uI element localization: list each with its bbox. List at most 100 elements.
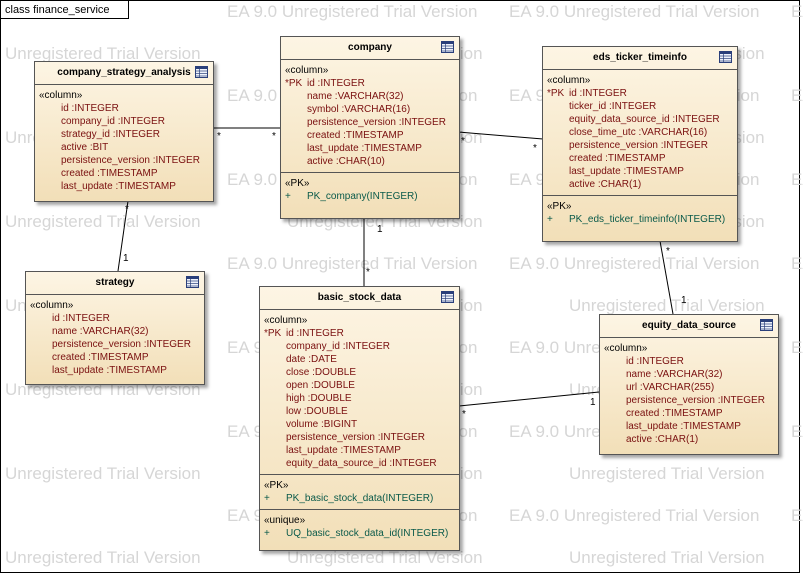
column-definition: name :VARCHAR(32): [307, 91, 404, 102]
mult-company-eds-from: *: [461, 136, 465, 147]
column-row[interactable]: company_id :INTEGER: [39, 115, 209, 128]
mult-csa-company-to: *: [272, 131, 276, 142]
column-key: [30, 351, 52, 364]
column-key: [39, 115, 61, 128]
column-definition: company_id :INTEGER: [61, 116, 165, 127]
column-row[interactable]: volume :BIGINT: [264, 418, 455, 431]
column-row[interactable]: active :CHAR(1): [547, 178, 733, 191]
column-definition: persistence_version :INTEGER: [307, 117, 446, 128]
stereotype-label: «column»: [547, 75, 591, 86]
column-row[interactable]: active :CHAR(10): [285, 155, 455, 168]
mult-company-eds-to: *: [533, 143, 537, 154]
column-row[interactable]: last_update :TIMESTAMP: [39, 180, 209, 193]
relation-line-company-eds[interactable]: [457, 131, 544, 140]
column-row[interactable]: id :INTEGER: [39, 102, 209, 115]
column-row[interactable]: name :VARCHAR(32): [285, 90, 455, 103]
column-row[interactable]: created :TIMESTAMP: [547, 152, 733, 165]
operation-definition: PK_eds_ticker_timeinfo(INTEGER): [569, 214, 726, 225]
column-row[interactable]: strategy_id :INTEGER: [39, 128, 209, 141]
mult-bsd-eqs-to: 1: [590, 397, 596, 408]
column-row[interactable]: ticker_id :INTEGER: [547, 100, 733, 113]
column-key: [39, 154, 61, 167]
relation-line-eds-eqs[interactable]: [659, 240, 674, 315]
column-row[interactable]: last_update :TIMESTAMP: [604, 420, 774, 433]
column-key: [39, 128, 61, 141]
column-row[interactable]: persistence_version :INTEGER: [547, 139, 733, 152]
operation-row[interactable]: +PK_basic_stock_data(INTEGER): [264, 492, 455, 505]
table-title-text: eds_ticker_timeinfo: [593, 52, 687, 63]
table-title: eds_ticker_timeinfo: [543, 47, 737, 70]
relation-line-bsd-eqs[interactable]: [458, 391, 600, 407]
column-row[interactable]: last_update :TIMESTAMP: [264, 444, 455, 457]
column-key: [604, 355, 626, 368]
stereotype-label: «column»: [30, 300, 74, 311]
mult-company-bsd-from: 1: [377, 224, 383, 235]
column-row[interactable]: url :VARCHAR(255): [604, 381, 774, 394]
column-definition: last_update :TIMESTAMP: [286, 445, 401, 456]
column-key: [264, 379, 286, 392]
column-key: [264, 457, 286, 470]
column-row[interactable]: name :VARCHAR(32): [604, 368, 774, 381]
mult-eds-eqs-from: *: [666, 246, 670, 257]
column-row[interactable]: persistence_version :INTEGER: [30, 338, 200, 351]
stereotype-label: «column»: [604, 343, 648, 354]
column-row[interactable]: date :DATE: [264, 353, 455, 366]
column-row[interactable]: persistence_version :INTEGER: [285, 116, 455, 129]
column-row[interactable]: symbol :VARCHAR(16): [285, 103, 455, 116]
column-definition: volume :BIGINT: [286, 419, 358, 430]
column-row[interactable]: created :TIMESTAMP: [285, 129, 455, 142]
table-title-text: basic_stock_data: [317, 292, 402, 303]
column-row[interactable]: company_id :INTEGER: [264, 340, 455, 353]
column-row[interactable]: name :VARCHAR(32): [30, 325, 200, 338]
column-row[interactable]: equity_data_source_id :INTEGER: [264, 457, 455, 470]
column-row[interactable]: active :BIT: [39, 141, 209, 154]
column-row[interactable]: active :CHAR(1): [604, 433, 774, 446]
column-row[interactable]: created :TIMESTAMP: [604, 407, 774, 420]
operation-row[interactable]: +UQ_basic_stock_data_id(INTEGER): [264, 527, 455, 540]
column-row[interactable]: equity_data_source_id :INTEGER: [547, 113, 733, 126]
operation-row[interactable]: +PK_eds_ticker_timeinfo(INTEGER): [547, 213, 733, 226]
column-definition: ticker_id :INTEGER: [569, 101, 657, 112]
column-key: [30, 364, 52, 377]
column-key: [285, 116, 307, 129]
column-row[interactable]: low :DOUBLE: [264, 405, 455, 418]
column-key: [547, 165, 569, 178]
column-row[interactable]: created :TIMESTAMP: [30, 351, 200, 364]
column-definition: name :VARCHAR(32): [626, 369, 723, 380]
column-row[interactable]: last_update :TIMESTAMP: [547, 165, 733, 178]
table-title-text: strategy: [95, 277, 135, 288]
mult-bsd-eqs-from: *: [462, 409, 466, 420]
column-row[interactable]: last_update :TIMESTAMP: [30, 364, 200, 377]
operation-row[interactable]: +PK_company(INTEGER): [285, 190, 455, 203]
column-row[interactable]: close_time_utc :VARCHAR(16): [547, 126, 733, 139]
column-row[interactable]: high :DOUBLE: [264, 392, 455, 405]
column-row[interactable]: open :DOUBLE: [264, 379, 455, 392]
operation-definition: PK_company(INTEGER): [307, 191, 418, 202]
relation-line-csa-strategy[interactable]: [117, 200, 129, 272]
column-row[interactable]: id :INTEGER: [30, 312, 200, 325]
column-row[interactable]: created :TIMESTAMP: [39, 167, 209, 180]
column-row[interactable]: id :INTEGER: [604, 355, 774, 368]
table-company-strategy-analysis[interactable]: company_strategy_analysis«column»id :INT…: [34, 61, 214, 202]
column-row[interactable]: last_update :TIMESTAMP: [285, 142, 455, 155]
column-row[interactable]: persistence_version :INTEGER: [604, 394, 774, 407]
operation-visibility: +: [264, 493, 270, 504]
frame-label: class finance_service: [1, 1, 129, 19]
column-definition: equity_data_source_id :INTEGER: [286, 458, 437, 469]
column-definition: id :INTEGER: [286, 328, 344, 339]
column-row[interactable]: persistence_version :INTEGER: [39, 154, 209, 167]
column-row[interactable]: persistence_version :INTEGER: [264, 431, 455, 444]
column-definition: equity_data_source_id :INTEGER: [569, 114, 720, 125]
column-row[interactable]: close :DOUBLE: [264, 366, 455, 379]
